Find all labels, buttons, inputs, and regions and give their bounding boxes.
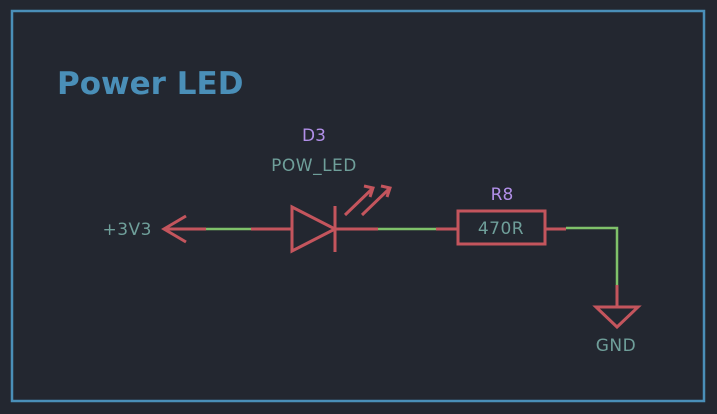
- led-emission-arrows-icon: [343, 184, 392, 217]
- sheet-border: [10, 9, 706, 403]
- led-value: POW_LED: [271, 156, 357, 176]
- sheet-title: Power LED: [57, 66, 243, 102]
- power-arrow-symbol: [161, 214, 206, 244]
- wire-resistor-to-ground[interactable]: [566, 226, 619, 285]
- ground-net-label: GND: [596, 336, 636, 356]
- power-port-3v3[interactable]: +3V3: [102, 214, 206, 244]
- resistor-value: 470R: [478, 219, 524, 239]
- resistor-r8[interactable]: R8 470R: [436, 185, 566, 246]
- ground-port[interactable]: GND: [592, 285, 642, 356]
- ground-symbol-icon: [592, 285, 642, 330]
- led-d3[interactable]: D3 POW_LED: [251, 126, 392, 254]
- led-symbol: [251, 204, 378, 254]
- resistor-reference: R8: [491, 185, 514, 205]
- power-net-label: +3V3: [102, 220, 152, 240]
- led-reference: D3: [302, 126, 326, 146]
